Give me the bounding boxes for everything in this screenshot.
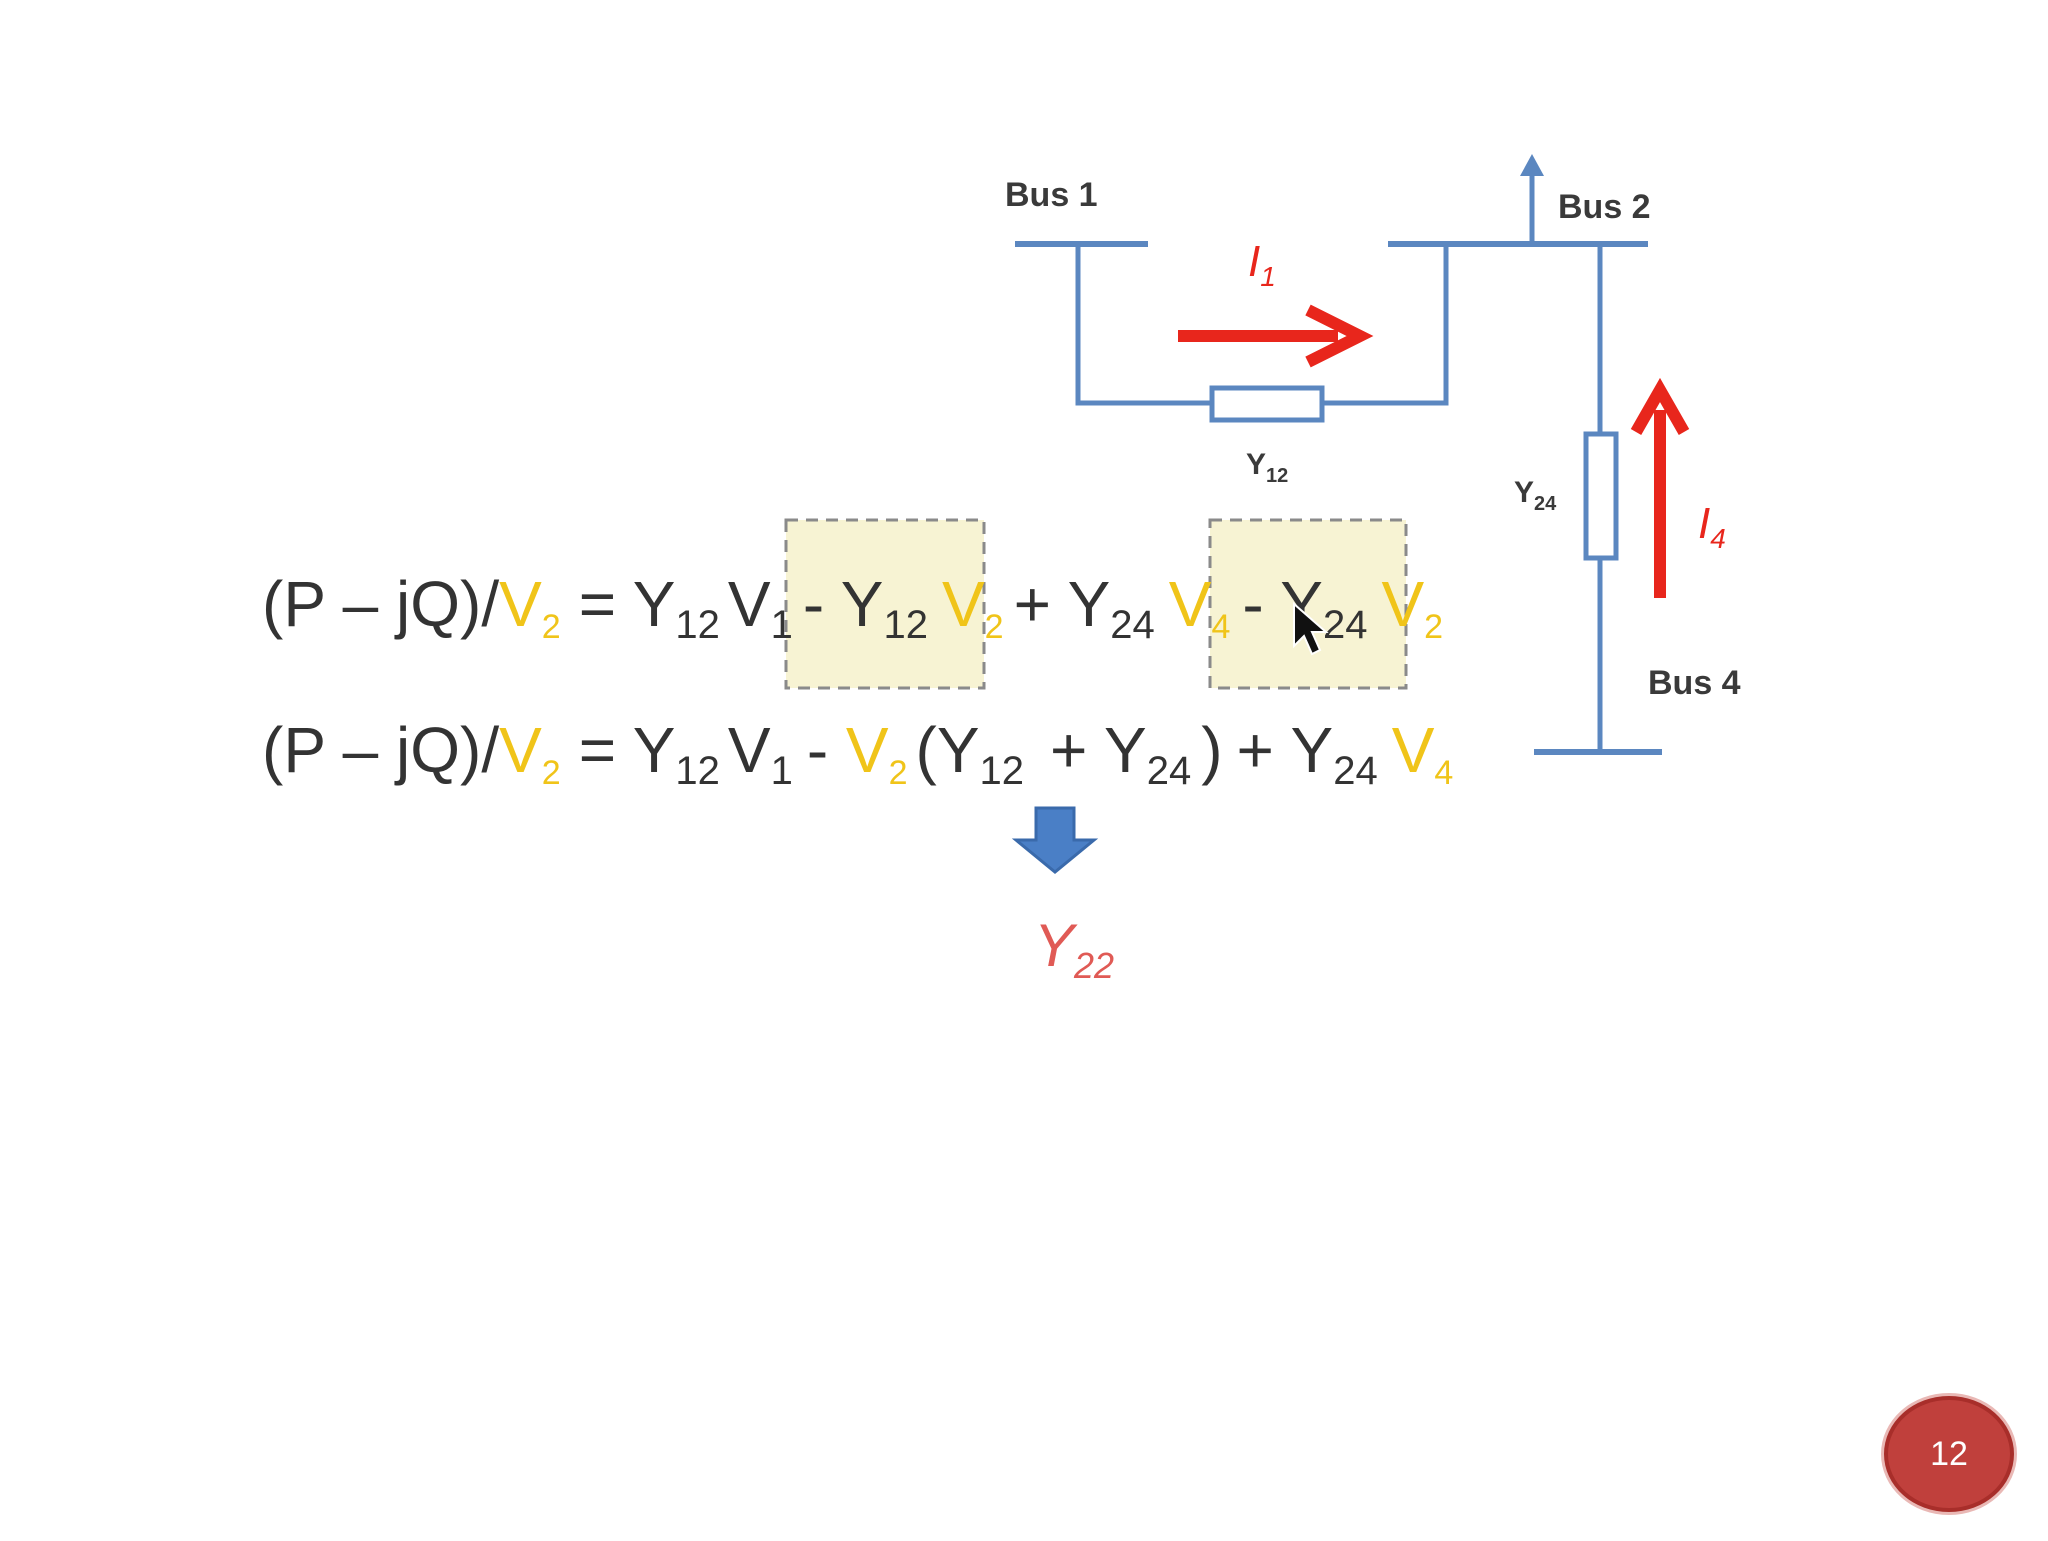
highlight-box-y24v2 <box>1208 518 1408 690</box>
line-bus2-bus1 <box>1322 244 1449 406</box>
y12-label: Y12 <box>1246 448 1288 487</box>
y24-label: Y24 <box>1514 476 1557 515</box>
i1-label: I1 <box>1248 237 1276 292</box>
bus1-label: Bus 1 <box>1005 176 1098 214</box>
i4-arrow-head <box>1630 377 1690 435</box>
i1-arrow-head <box>1305 304 1374 368</box>
y24-resistor <box>1583 431 1619 561</box>
bus4-label: Bus 4 <box>1648 664 1741 702</box>
result-y22: Y22 <box>1034 912 1114 986</box>
i4-label: I4 <box>1698 499 1726 554</box>
bus2-label: Bus 2 <box>1558 188 1651 226</box>
page-number-badge: 12 <box>1884 1396 2014 1512</box>
mouse-cursor-icon <box>1293 601 1329 656</box>
line-bus1-bus2 <box>1075 244 1212 406</box>
y12-resistor <box>1209 385 1325 423</box>
load-arrow-icon <box>1520 154 1544 176</box>
down-arrow-icon <box>1011 806 1099 874</box>
highlight-box-y12v2 <box>784 518 986 690</box>
